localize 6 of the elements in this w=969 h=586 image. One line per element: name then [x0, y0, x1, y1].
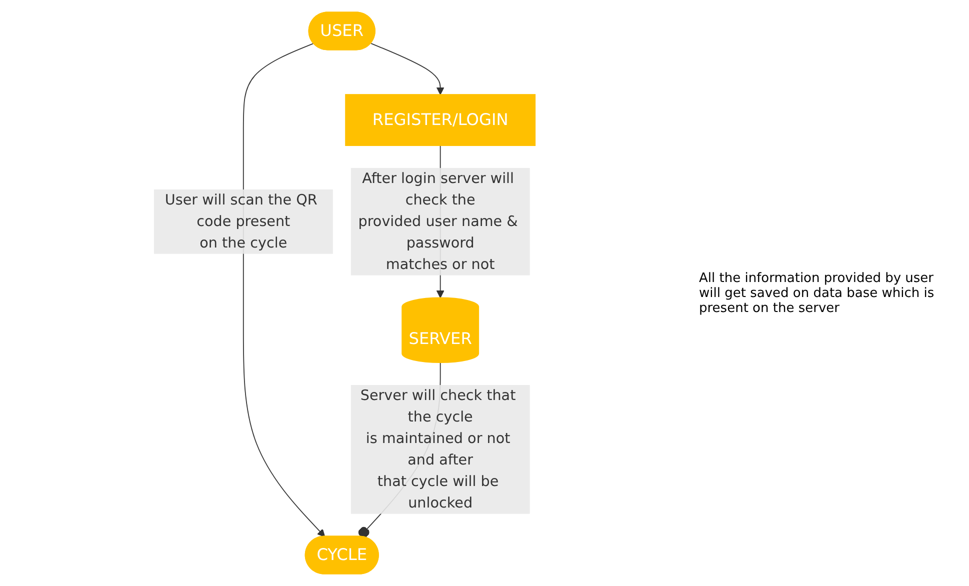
edge-label: Server will check that the cycle is maintained or not and after that cycle will be unlocked — [360, 386, 516, 512]
node-box: REGISTER/LOGIN — [345, 94, 536, 146]
edge-label: After login server will check the provided user name & password matches or not — [358, 170, 518, 273]
note-text: All the information provided by user will get saved on data base which is present on the server — [699, 270, 936, 316]
arrow — [370, 42, 444, 95]
edge-label: User will scan the QR code present on the cycle — [164, 191, 318, 252]
